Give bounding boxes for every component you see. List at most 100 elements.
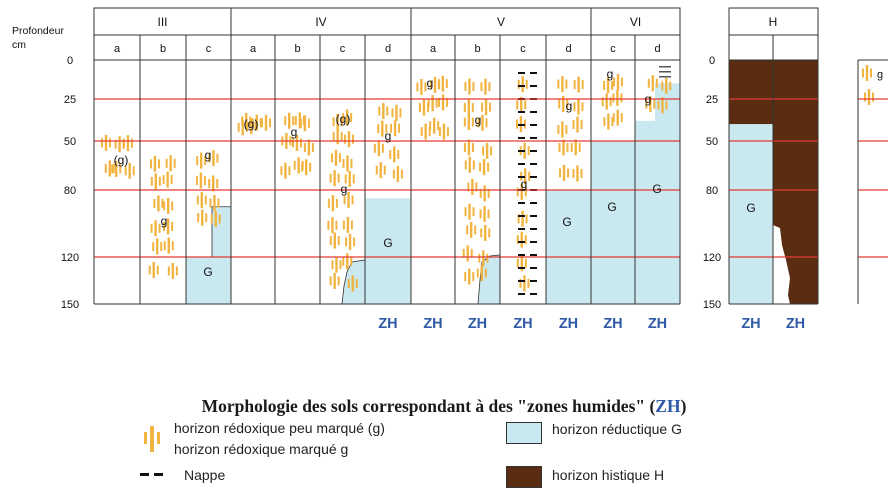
legend-histic: horizon histique H (552, 467, 665, 483)
profile-label: g (521, 177, 528, 191)
water-table-dash (530, 280, 537, 282)
depth-tick-label: 80 (64, 185, 76, 197)
water-table-dash (518, 163, 525, 165)
water-table-dash (659, 76, 671, 78)
redox-mark-III-a (104, 160, 115, 177)
redox-mark-III-b (150, 173, 161, 190)
redox-mark-IV-c (343, 191, 354, 208)
subheader-row-V (410, 34, 592, 61)
redox-mark-VI-c (603, 113, 614, 130)
profile-label: (g) (336, 112, 351, 126)
depth-tick-label: 0 (67, 55, 73, 67)
water-table-dash (530, 228, 537, 230)
redox-mark-V-d (557, 76, 568, 93)
redox-mark-III-a (122, 135, 133, 152)
profile-label: g (341, 182, 348, 196)
depth-tick-label: 150 (61, 299, 79, 311)
column-label: d (385, 43, 391, 55)
redox-mark-III-c (208, 175, 219, 192)
redox-mark-V-d (559, 164, 570, 181)
redox-mark-IV-c (342, 155, 353, 172)
legend-reductic-swatch (506, 422, 542, 444)
depth-tick-label-H: 0 (709, 55, 715, 67)
redox-mark-III-a (124, 162, 135, 179)
zh-label: ZH (423, 316, 442, 332)
profile-label: g (475, 113, 482, 127)
redox-mark-IV-c (342, 253, 353, 270)
water-table-dash (530, 215, 537, 217)
title-close: ) (680, 396, 687, 416)
redox-mark-IV-b (291, 134, 302, 151)
redox-mark-partial (862, 65, 872, 81)
group-label-IV: IV (315, 15, 326, 29)
redox-mark-V-b (481, 99, 492, 116)
reductic-III-c (185, 206, 232, 305)
profile-label: g (385, 129, 392, 143)
redox-mark-IV-b (301, 159, 312, 176)
redox-mark-III-b (163, 218, 174, 235)
redox-mark-IV-c (332, 128, 343, 145)
redox-mark-V-a (420, 123, 431, 140)
redox-mark-IV-b (299, 115, 310, 132)
legend-reductic: horizon réductique G (552, 421, 682, 437)
reductic-H-1 (729, 124, 773, 304)
zh-label: ZH (603, 316, 622, 332)
redox-mark-III-b (163, 237, 174, 254)
redox-mark-IV-c (329, 170, 340, 187)
profile-label: G (746, 201, 755, 215)
depth-tick-label: 25 (64, 94, 76, 106)
redox-mark-V-d (558, 96, 569, 113)
redox-mark-V-c (516, 231, 527, 248)
redox-mark-VI-d (647, 75, 658, 92)
redox-mark-V-b (466, 221, 477, 238)
column-label: d (565, 43, 571, 55)
redox-mark-IV-c (343, 131, 354, 148)
redox-mark-V-b (479, 159, 490, 176)
water-table-dash (518, 228, 525, 230)
water-table-dash (530, 267, 537, 269)
profile-label: G (203, 265, 212, 279)
water-table-dash (530, 202, 537, 204)
redox-mark-III-c (197, 209, 208, 226)
redox-mark-IV-c (327, 195, 338, 212)
legend-water-table-icon (140, 473, 163, 476)
water-table-dash (518, 241, 525, 243)
reductic-VI-d (635, 83, 680, 305)
reductic-V-d (546, 190, 591, 304)
column-label: c (340, 43, 346, 55)
redox-mark-V-d (572, 116, 583, 133)
column-label: d (654, 43, 660, 55)
water-table-dash (659, 71, 671, 73)
redox-mark-V-d (557, 121, 568, 138)
profile-label: g (161, 214, 168, 228)
zh-label: ZH (559, 316, 578, 332)
redox-mark-V-c (519, 275, 530, 292)
redox-mark-III-c (210, 210, 221, 227)
redox-mark-V-a (438, 123, 449, 140)
depth-tick-label-H: 150 (703, 299, 721, 311)
redox-mark-VI-c (612, 109, 623, 126)
redox-mark-V-b (464, 268, 475, 285)
redox-mark-IV-c (345, 233, 356, 250)
profile-label: g (427, 76, 434, 90)
redox-mark-V-d (558, 139, 569, 156)
redox-mark-III-b (149, 155, 160, 172)
water-table-dash (518, 293, 525, 295)
water-table-dash (530, 254, 537, 256)
redox-mark-V-b (479, 205, 490, 222)
column-label: b (160, 43, 166, 55)
group-label-III: III (157, 15, 167, 29)
redox-mark-V-b (479, 185, 490, 202)
redox-mark-V-a (427, 95, 438, 112)
redox-mark-III-a (100, 134, 111, 151)
redox-mark-V-a (437, 75, 448, 92)
redox-mark-IV-b (280, 162, 291, 179)
redox-mark-VI-d (657, 97, 668, 114)
water-table-dash (518, 176, 525, 178)
redox-mark-V-b (480, 224, 491, 241)
redox-mark-III-b (165, 155, 176, 172)
redox-mark-IV-d (377, 120, 388, 137)
zh-label: ZH (741, 316, 760, 332)
redox-mark-IV-d (375, 162, 386, 179)
